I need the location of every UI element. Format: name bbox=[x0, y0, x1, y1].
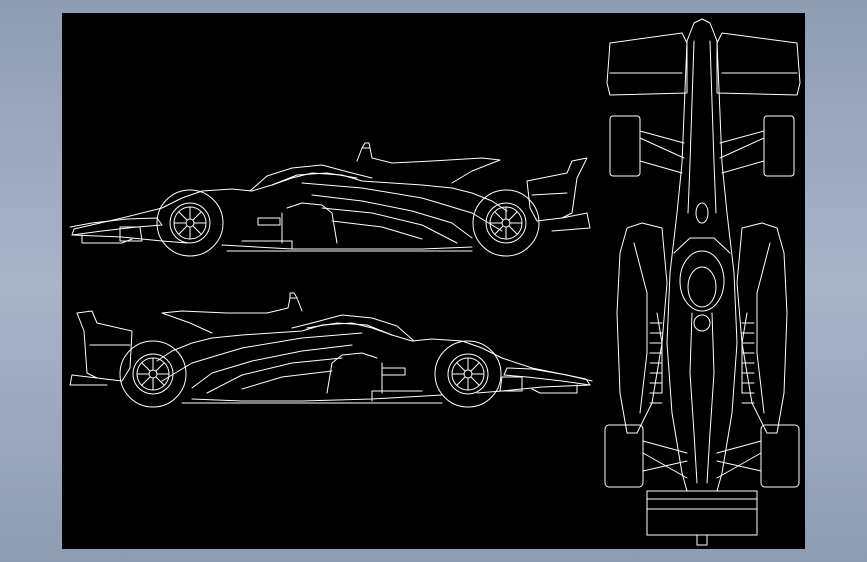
cad-drawing-canvas[interactable] bbox=[62, 13, 805, 549]
car-side-view-nose-right bbox=[69, 292, 593, 408]
car-side-view-nose-left bbox=[69, 142, 591, 257]
car-top-view bbox=[604, 18, 801, 546]
cad-drawing bbox=[69, 18, 801, 546]
